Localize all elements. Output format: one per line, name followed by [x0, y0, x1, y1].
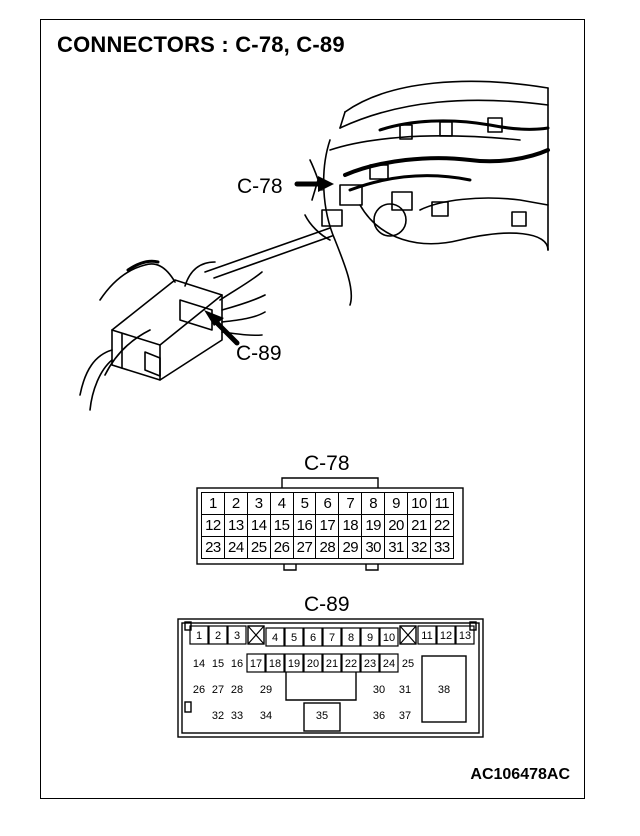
figure-frame	[40, 19, 585, 799]
c89-pin: 29	[260, 684, 272, 696]
c78-pin: 30	[361, 536, 386, 559]
c89-blank-cell	[399, 625, 417, 645]
c89-cavity	[285, 672, 357, 701]
c89-pin: 8	[348, 632, 354, 644]
c89-pin: 37	[399, 710, 411, 722]
c89-pin: 5	[291, 632, 297, 644]
c89-blank-cross	[399, 625, 417, 645]
c89-pin: 26	[193, 684, 205, 696]
c89-pin: 31	[399, 684, 411, 696]
c89-pin: 28	[231, 684, 243, 696]
c78-pin: 11	[429, 492, 454, 515]
c89-pin-cell	[303, 653, 323, 673]
c78-pin: 19	[361, 514, 386, 537]
c89-pin: 17	[250, 658, 262, 670]
c89-pin-cell	[265, 653, 285, 673]
c78-pin: 33	[429, 536, 454, 559]
c78-label: C-78	[304, 452, 350, 475]
c89-blank-cross	[247, 625, 265, 645]
c89-key-slot	[303, 702, 341, 732]
figure-title: CONNECTORS : C-78, C-89	[57, 32, 345, 57]
c89-big-cavity	[421, 655, 467, 723]
c89-pin-cell	[436, 625, 456, 645]
c89-pin: 32	[212, 710, 224, 722]
c89-blank-cell	[247, 625, 265, 645]
c89-tab	[184, 701, 192, 713]
c89-pin-cell	[455, 625, 475, 645]
c89-pin: 27	[212, 684, 224, 696]
c89-pin: 16	[231, 658, 243, 670]
c89-pin: 18	[269, 658, 281, 670]
c89-pin: 19	[288, 658, 300, 670]
c89-pin-cell	[360, 627, 380, 647]
c89-pin: 24	[383, 658, 395, 670]
callout-c89: C-89	[236, 342, 282, 365]
c78-pin: 24	[223, 536, 248, 559]
c89-pin: 1	[196, 630, 202, 642]
c89-pin: 20	[307, 658, 319, 670]
c89-pin-cell	[360, 653, 380, 673]
c89-pin-cell	[284, 627, 304, 647]
c89-pin-cell	[303, 627, 323, 647]
c89-label: C-89	[304, 593, 350, 616]
c89-pin: 23	[364, 658, 376, 670]
c89-pin: 30	[373, 684, 385, 696]
c89-pin: 36	[373, 710, 385, 722]
c89-pin-cell	[246, 653, 266, 673]
c89-pin: 34	[260, 710, 272, 722]
c89-pin: 3	[234, 630, 240, 642]
c89-pin: 2	[215, 630, 221, 642]
c89-pin-cell	[379, 627, 399, 647]
c89-pin-cell	[341, 627, 361, 647]
c89-pin: 7	[329, 632, 335, 644]
c89-pin: 11	[421, 630, 432, 642]
c78-pin: 32	[407, 536, 431, 559]
c89-shell	[177, 618, 484, 738]
c89-pin: 13	[459, 630, 471, 642]
c89-pin: 6	[310, 632, 316, 644]
drawing-code: AC106478AC	[470, 766, 570, 783]
c89-pin-cell	[322, 653, 342, 673]
c89-pin-cell	[227, 625, 247, 645]
c89-pin: 10	[383, 632, 395, 644]
c89-pin: 4	[272, 632, 278, 644]
c89-inner-shell	[181, 622, 480, 734]
c89-pin-cell	[208, 625, 228, 645]
c89-pin: 22	[345, 658, 357, 670]
c89-pin: 15	[212, 658, 224, 670]
c89-pin: 35	[316, 710, 328, 722]
c78-pin: 16	[292, 514, 317, 537]
c89-pin-cell	[379, 653, 399, 673]
c89-pin-cell	[265, 627, 285, 647]
c89-pin-cell	[284, 653, 304, 673]
c89-pin: 25	[402, 658, 414, 670]
c78-pin: 22	[429, 514, 454, 537]
c89-pin: 21	[326, 658, 338, 670]
c78-pin: 18	[338, 514, 363, 537]
c89-pin-cell	[417, 625, 437, 645]
c89-pin: 33	[231, 710, 243, 722]
c89-pin: 38	[438, 684, 450, 696]
c78-pin: 25	[246, 536, 271, 559]
c89-pin-cell	[341, 653, 361, 673]
c89-pin: 12	[440, 630, 452, 642]
c89-pin-cell	[189, 625, 209, 645]
c89-pin: 14	[193, 658, 205, 670]
callout-c78: C-78	[237, 175, 283, 198]
c89-pin-cell	[322, 627, 342, 647]
c89-pin: 9	[367, 632, 373, 644]
